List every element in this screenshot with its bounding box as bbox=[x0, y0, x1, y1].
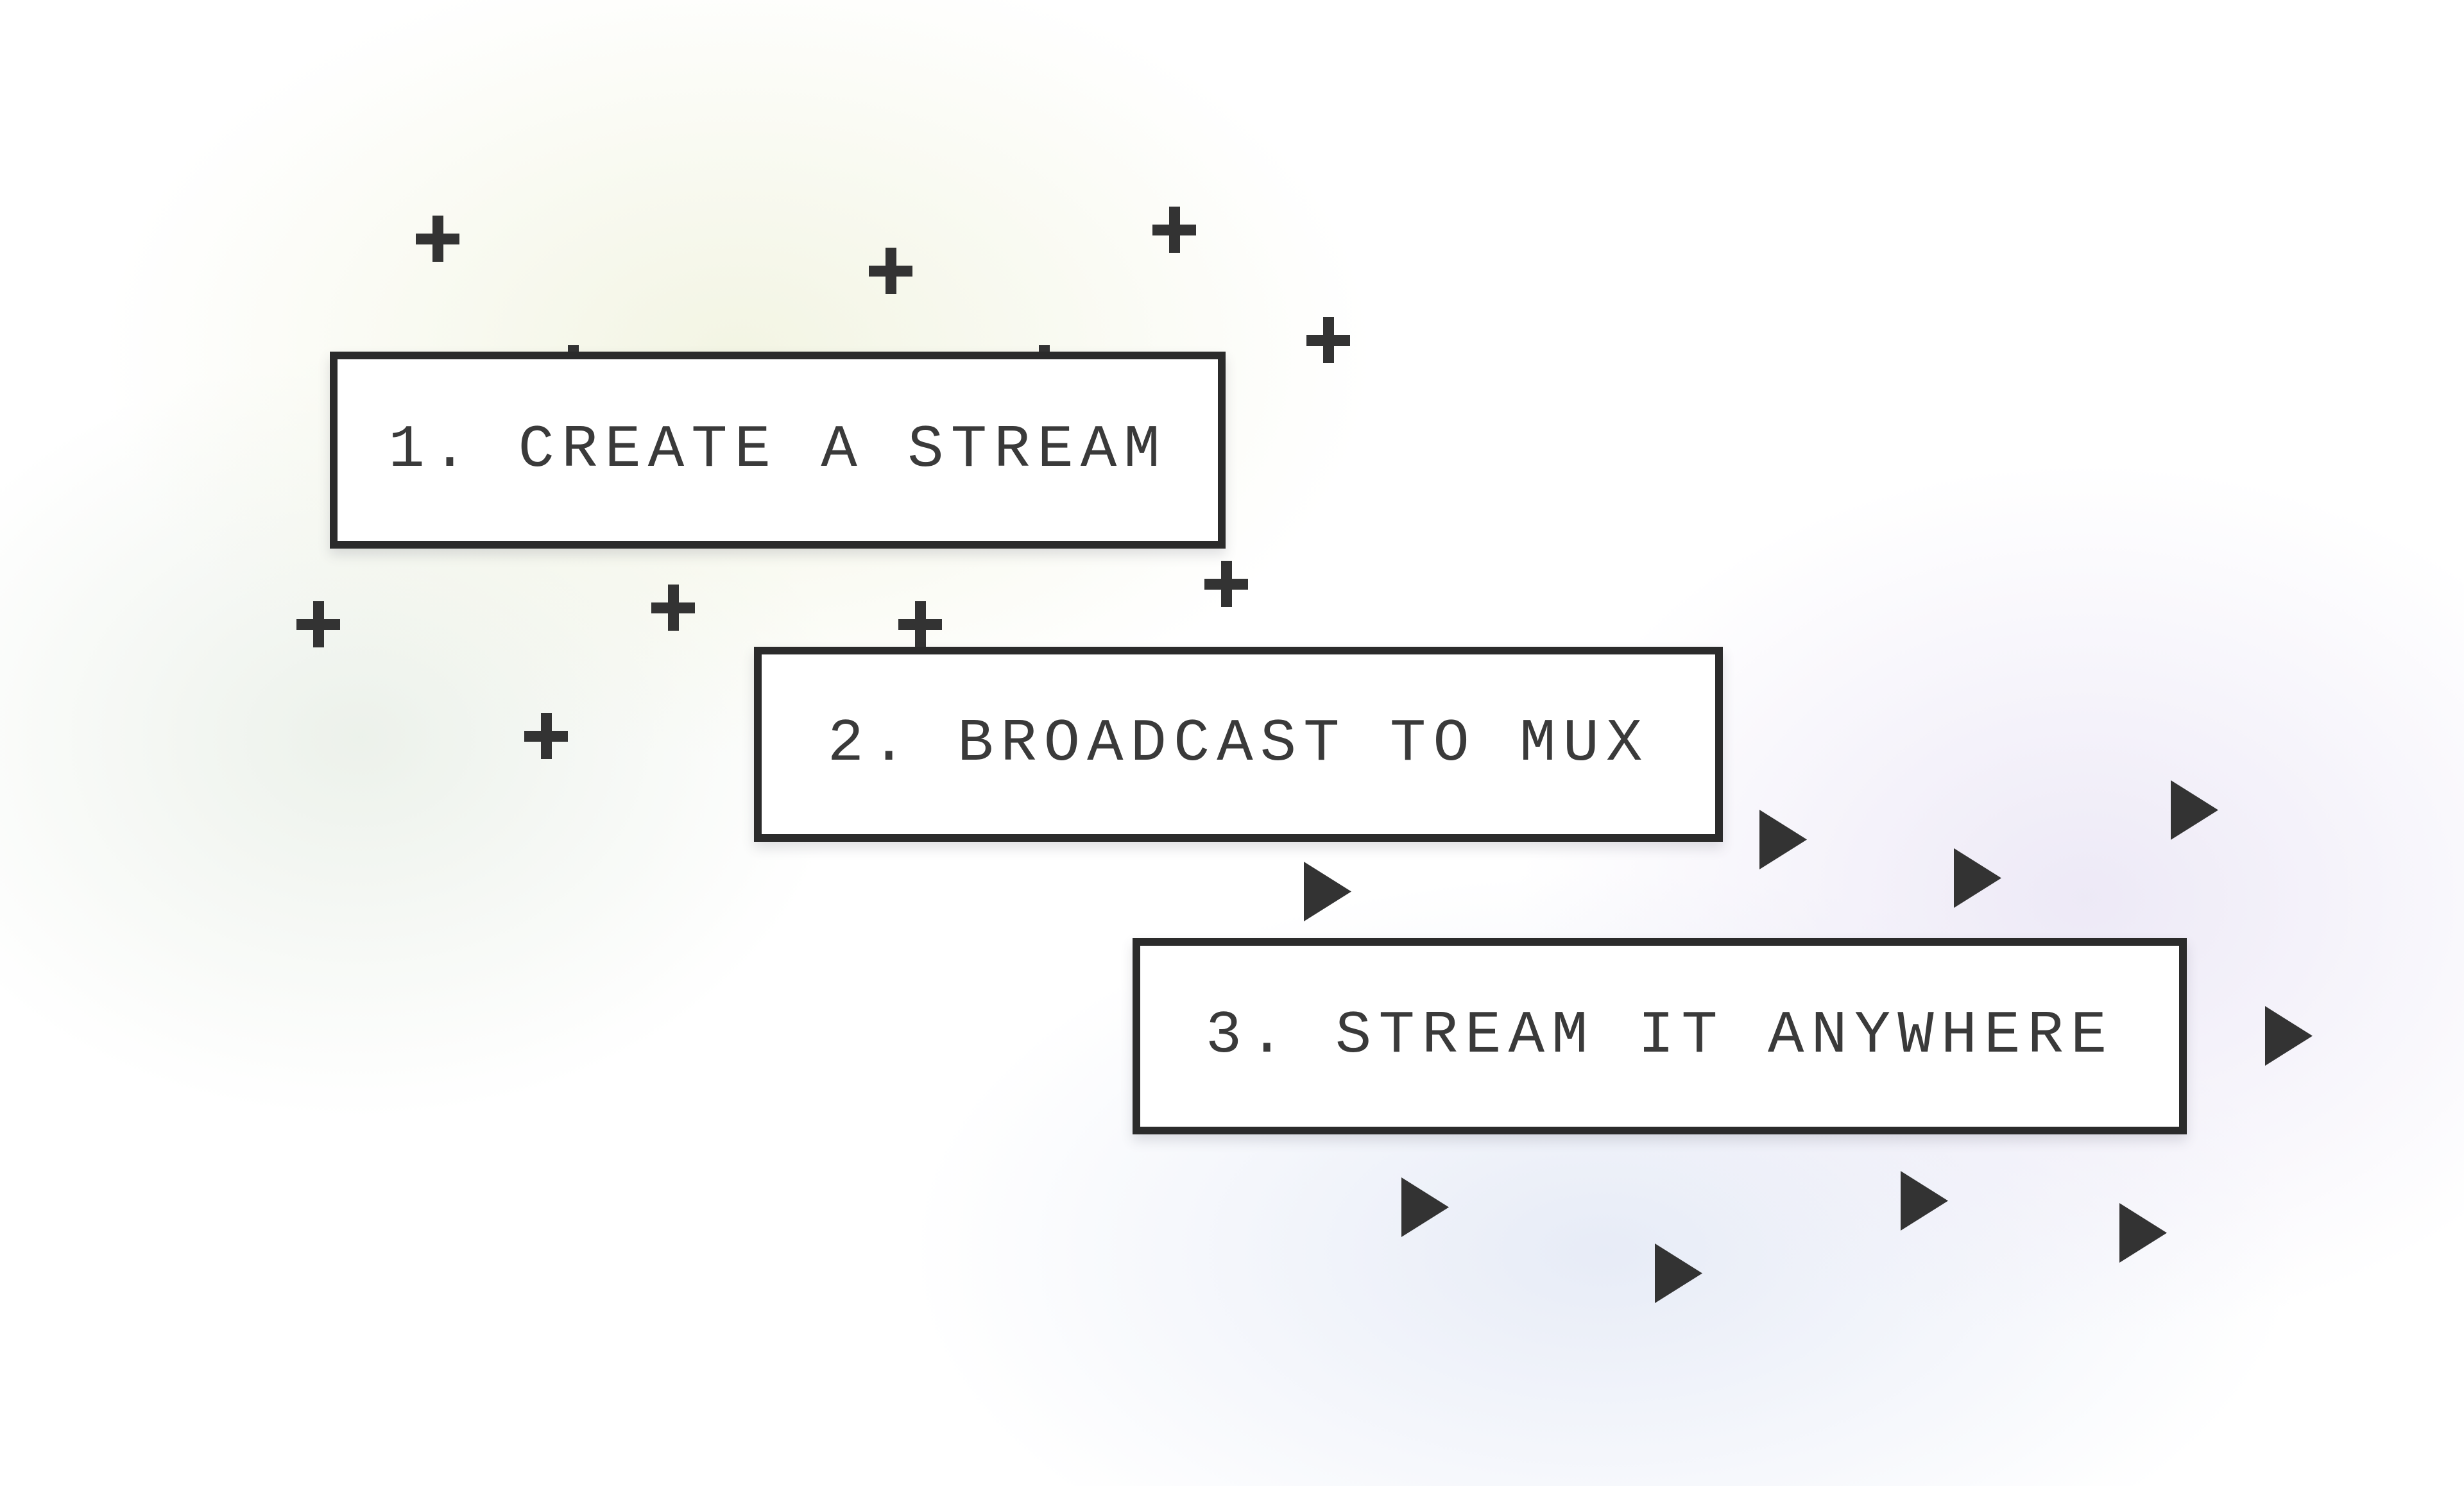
step-label-create-stream: 1. CREATE A STREAM bbox=[388, 416, 1167, 484]
play-triangle-icon bbox=[1759, 810, 1807, 869]
play-triangle-icon bbox=[2265, 1006, 2313, 1066]
step-box-create-stream: 1. CREATE A STREAM bbox=[330, 352, 1226, 549]
plus-icon bbox=[524, 713, 568, 759]
step-box-broadcast: 2. BROADCAST TO MUX bbox=[754, 647, 1723, 842]
play-triangle-icon bbox=[2119, 1203, 2167, 1263]
plus-icon bbox=[1204, 561, 1248, 607]
plus-icon bbox=[1306, 317, 1350, 363]
plus-icon bbox=[1152, 207, 1196, 253]
play-triangle-icon bbox=[1954, 848, 2001, 908]
plus-icon bbox=[898, 601, 942, 647]
plus-icon bbox=[296, 601, 340, 647]
plus-icon bbox=[651, 585, 695, 631]
play-triangle-icon bbox=[1401, 1177, 1449, 1237]
plus-icon bbox=[869, 248, 912, 294]
play-triangle-icon bbox=[1304, 862, 1351, 921]
step-label-stream-anywhere: 3. STREAM IT ANYWHERE bbox=[1205, 1002, 2114, 1070]
play-triangle-icon bbox=[1901, 1171, 1948, 1231]
step-label-broadcast: 2. BROADCAST TO MUX bbox=[827, 710, 1650, 778]
play-triangle-icon bbox=[2171, 780, 2218, 840]
play-triangle-icon bbox=[1655, 1243, 1702, 1303]
step-box-stream-anywhere: 3. STREAM IT ANYWHERE bbox=[1133, 938, 2187, 1134]
plus-icon bbox=[416, 216, 459, 262]
